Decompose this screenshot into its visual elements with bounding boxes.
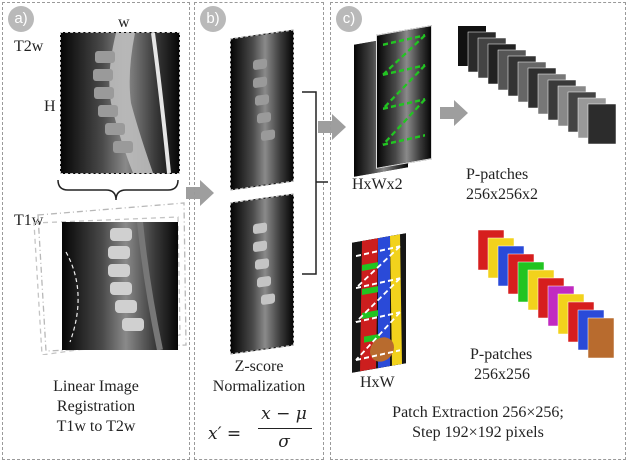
patch-stack-bottom <box>477 229 615 359</box>
panel-b-badge: b) <box>200 6 226 32</box>
patches-top-label-1: P-patches <box>466 166 529 183</box>
label-w: w <box>118 14 130 31</box>
panel-a <box>2 2 190 460</box>
join-bracket <box>302 91 328 275</box>
caption-a-2: Registration <box>56 398 136 415</box>
caption-b-2: Normalization <box>212 378 306 395</box>
normalized-image-top <box>230 29 294 191</box>
panel-a-badge: a) <box>8 6 34 32</box>
zscore-fraction-bar <box>258 428 312 429</box>
stacked-volume-front <box>376 25 432 169</box>
patches-bottom-label-2: 256x256 <box>474 366 530 383</box>
registration-frames <box>33 202 187 355</box>
arrow-b-to-c-icon <box>318 114 346 140</box>
zscore-formula-numerator: x − μ <box>261 404 307 424</box>
normalized-image-bottom <box>230 193 294 355</box>
dims-top-label: HxWx2 <box>352 176 403 193</box>
label-t1w: T1w <box>14 212 44 229</box>
caption-a-1: Linear Image <box>53 378 139 395</box>
brace-icon <box>57 179 179 201</box>
t2w-mri-image <box>60 32 180 174</box>
caption-c-2: Step 192×192 pixels <box>412 424 544 441</box>
panel-c-badge: c) <box>336 6 362 32</box>
patches-top-label-2: 256x256x2 <box>466 186 538 203</box>
label-h: H <box>44 98 56 115</box>
segmentation-map <box>352 233 406 373</box>
zscore-formula-lhs: x′ = <box>208 424 242 444</box>
caption-c-1: Patch Extraction 256×256; <box>392 404 564 421</box>
panel-b <box>194 2 324 460</box>
caption-b-1: Z-score <box>234 358 284 375</box>
caption-a-3: T1w to T2w <box>56 418 136 435</box>
dims-bottom-label: HxW <box>360 374 395 391</box>
t1w-mri-image <box>62 222 178 350</box>
patch-stack-top <box>458 26 617 145</box>
arrow-to-patches-icon <box>440 100 468 126</box>
panel-c <box>330 2 626 460</box>
arrow-a-to-b-icon <box>186 180 214 206</box>
label-t2w: T2w <box>14 38 44 55</box>
zscore-formula-denominator: σ <box>278 432 290 452</box>
patches-bottom-label-1: P-patches <box>470 346 533 363</box>
